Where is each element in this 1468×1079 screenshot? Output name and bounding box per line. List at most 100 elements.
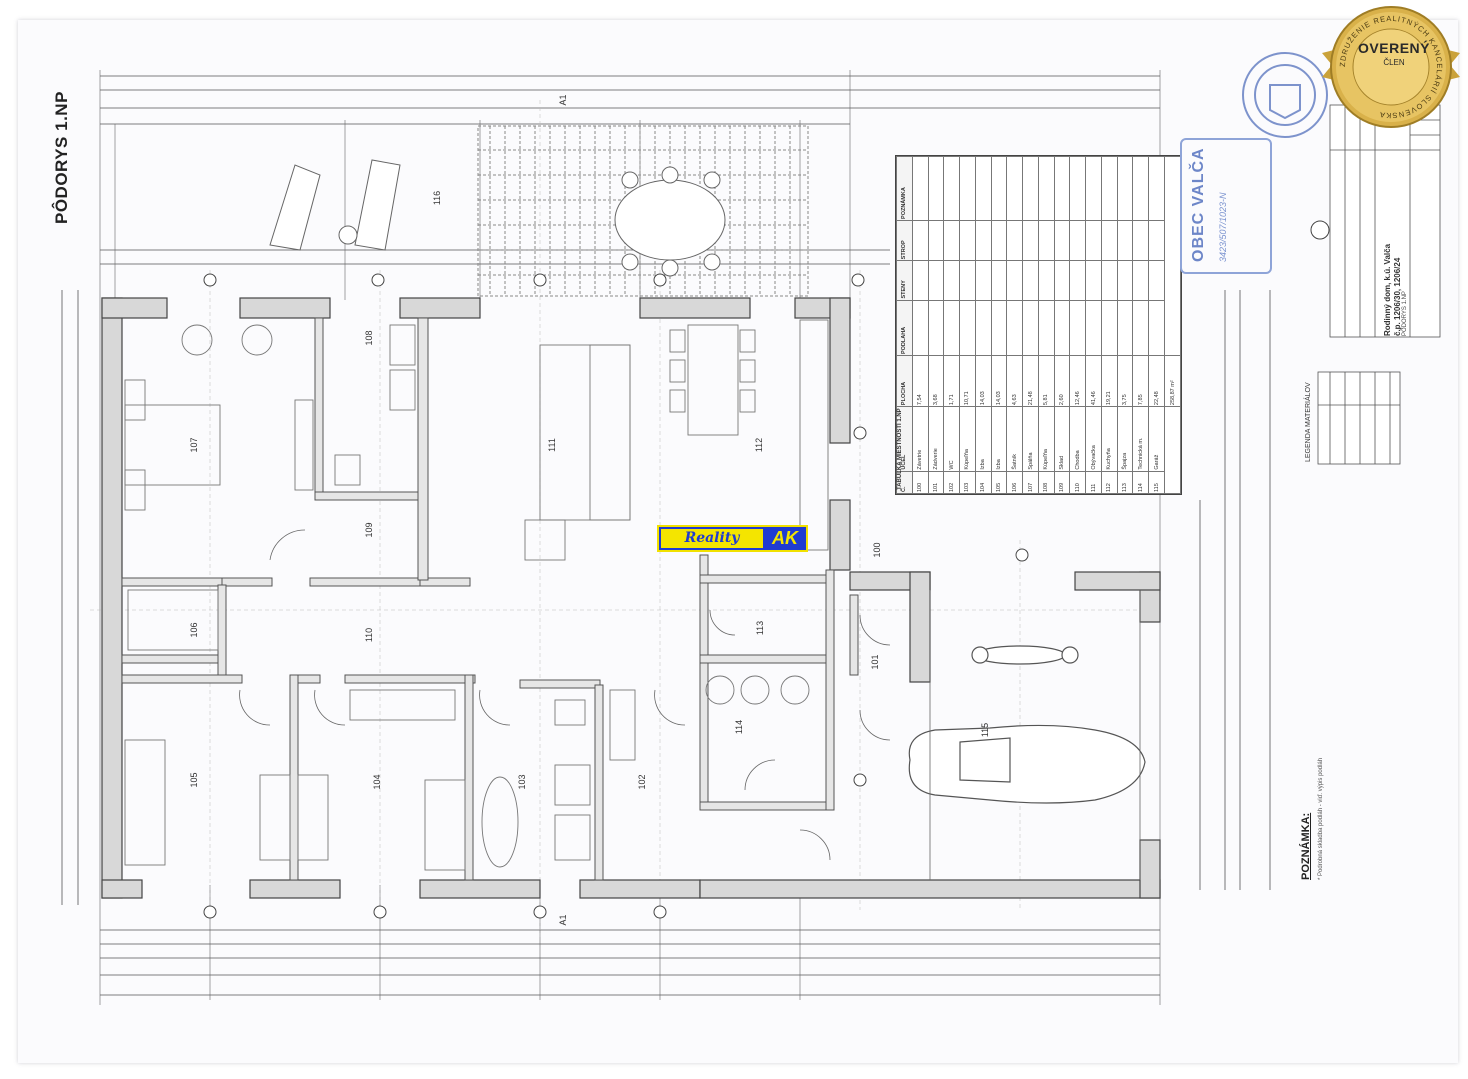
table-cell: Technická m. [1132, 406, 1149, 472]
table-cell: 104 [975, 471, 992, 494]
table-cell: Kúpeľňa [959, 406, 976, 472]
drawing-title: PÔDORYS 1.NP [52, 91, 71, 224]
stamp-handwritten-number: 3423/507/1023-N [1218, 192, 1228, 262]
svg-text:102: 102 [637, 774, 647, 789]
table-cell [975, 300, 992, 356]
table-cell [1069, 156, 1086, 221]
table-cell [1117, 300, 1133, 356]
table-cell: 110 [1069, 471, 1086, 494]
table-cell: 106 [1006, 471, 1023, 494]
table-cell [928, 220, 944, 261]
table-cell: 102 [943, 471, 960, 494]
badge-title: OVERENÝ [1358, 40, 1430, 56]
table-cell: 3,68 [928, 355, 944, 407]
table-cell [1038, 300, 1055, 356]
table-cell [991, 300, 1007, 356]
table-cell: 103 [959, 471, 976, 494]
table-cell [959, 220, 976, 261]
table-cell: 12,46 [1069, 355, 1086, 407]
table-header-cell: STENY [896, 260, 913, 301]
svg-text:103: 103 [517, 774, 527, 789]
table-cell: Kuchyňa [1101, 406, 1118, 472]
table-cell [1054, 220, 1070, 261]
interior-walls [121, 317, 859, 881]
table-cell: WC [943, 406, 960, 472]
table-cell [1069, 300, 1086, 356]
table-cell [1085, 156, 1102, 221]
table-cell: 114 [1132, 471, 1149, 494]
table-cell: Špajza [1117, 406, 1133, 472]
table-cell [1069, 260, 1086, 301]
svg-text:115: 115 [980, 723, 990, 737]
table-cell [912, 156, 929, 221]
legend-title: LEGENDA MATERIÁLOV [1305, 382, 1312, 462]
table-cell [1006, 156, 1023, 221]
table-cell [1101, 156, 1118, 221]
table-cell [1132, 260, 1149, 301]
table-header-cell: PLOCHA [896, 355, 913, 407]
exterior-walls [101, 297, 1161, 899]
table-cell [959, 156, 976, 221]
svg-text:110: 110 [364, 628, 374, 642]
table-cell: 22,48 [1148, 355, 1165, 407]
table-cell [1132, 156, 1149, 221]
svg-text:A1: A1 [558, 94, 568, 105]
table-header-cell: PODLAHA [896, 300, 913, 356]
svg-text:114: 114 [734, 720, 744, 734]
table-cell [943, 300, 960, 356]
note-text: * Podrobná skladba podláh - viď. výpis p… [1318, 757, 1324, 880]
table-cell [1054, 260, 1070, 301]
title-block-drawing-name: PÔDORYS 1.NP [1402, 291, 1408, 336]
table-cell: Chodba [1069, 406, 1086, 472]
table-cell: 115 [1148, 471, 1165, 494]
table-cell: 1,71 [943, 355, 960, 407]
table-cell: Kúpeľňa [1038, 406, 1055, 472]
table-cell [959, 300, 976, 356]
table-cell: Izba [975, 406, 992, 472]
table-cell: 14,03 [975, 355, 992, 407]
table-cell: 14,03 [991, 355, 1007, 407]
table-cell: 100 [912, 471, 929, 494]
table-cell [1117, 156, 1133, 221]
title-block-address: č.p. 1206/30, 1206/24 [1393, 257, 1402, 336]
table-cell: 111 [1085, 471, 1102, 494]
table-cell [1054, 156, 1070, 221]
room-labels: 100 101 102 103 104 105 106 107 108 109 … [189, 94, 990, 925]
table-header-cell: POZNÁMKA [896, 156, 913, 221]
table-cell [943, 220, 960, 261]
table-cell: Závetrie [912, 406, 929, 472]
table-cell: 3,75 [1117, 355, 1133, 407]
table-cell [1132, 300, 1149, 356]
table-cell: 109 [1054, 471, 1070, 494]
watermark-right-text: AK [772, 528, 798, 548]
table-total-row: 258,87 m² [1164, 156, 1181, 494]
watermark-left-text: Reality [661, 529, 763, 548]
verified-member-badge: ZDRUŽENIE REALITNÝCH KANCELÁRIÍ SLOVENSK… [1322, 6, 1460, 128]
table-cell: 4,63 [1006, 355, 1023, 407]
table-cell [1006, 260, 1023, 301]
svg-text:112: 112 [754, 438, 764, 452]
table-cell [1022, 300, 1039, 356]
table-cell: 113 [1117, 471, 1133, 494]
table-cell [991, 260, 1007, 301]
title-block-project: Rodinný dom, k.ú. Valča [1383, 243, 1392, 336]
table-cell [1085, 260, 1102, 301]
table-cell [928, 156, 944, 221]
table-cell [975, 220, 992, 261]
stamp-municipality-name: OBEC VALČA [1190, 147, 1207, 262]
municipality-stamp [1180, 138, 1272, 274]
svg-text:107: 107 [189, 437, 199, 452]
svg-text:105: 105 [189, 772, 199, 787]
table-cell [1148, 220, 1165, 261]
